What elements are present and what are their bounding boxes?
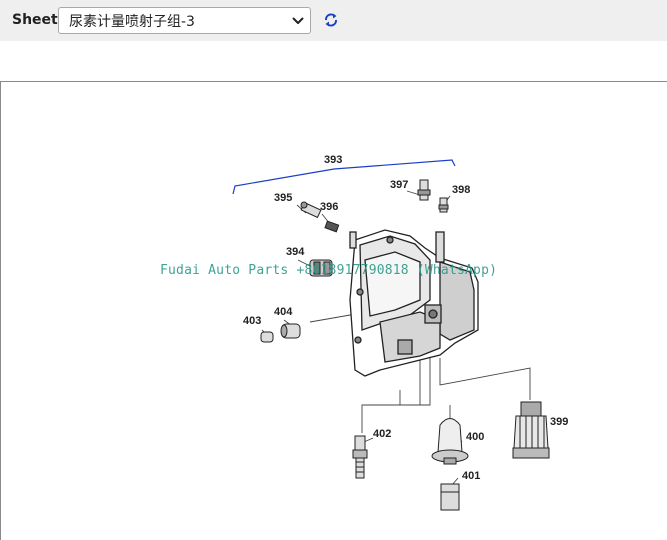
diagram-frame [0,81,667,540]
part-402 [352,435,368,479]
callout-394: 394 [286,246,305,258]
part-400 [431,418,469,465]
callout-393: 393 [324,154,342,166]
refresh-icon[interactable] [322,11,340,29]
watermark-text: Fudai Auto Parts +8618917790818 (WhatsAp… [160,263,498,278]
callout-398: 398 [452,184,470,196]
callout-400: 400 [466,431,484,443]
callout-396: 396 [320,201,338,213]
callout-402: 402 [373,428,391,440]
callout-397: 397 [390,179,408,191]
callout-403: 403 [243,315,261,327]
group-bracket-393 [232,159,456,195]
callout-404: 404 [274,306,293,318]
dosing-module [349,229,479,377]
callout-395: 395 [274,192,292,204]
callout-399: 399 [550,416,568,428]
part-399 [512,401,550,459]
part-401 [440,483,460,511]
chevron-down-icon [292,17,304,24]
part-395 [300,201,322,219]
part-398 [438,197,449,213]
part-396 [324,220,340,233]
part-403 [260,331,274,343]
part-397 [417,179,431,201]
part-404 [280,323,301,339]
part-394 [309,259,333,277]
sheet-label: Sheet [12,12,58,28]
sheet-select-value: 尿素计量喷射子组-3 [69,13,195,30]
toolbar: Sheet 尿素计量喷射子组-3 [0,0,667,41]
sheet-select[interactable]: 尿素计量喷射子组-3 [58,7,311,34]
callout-401: 401 [462,470,480,482]
